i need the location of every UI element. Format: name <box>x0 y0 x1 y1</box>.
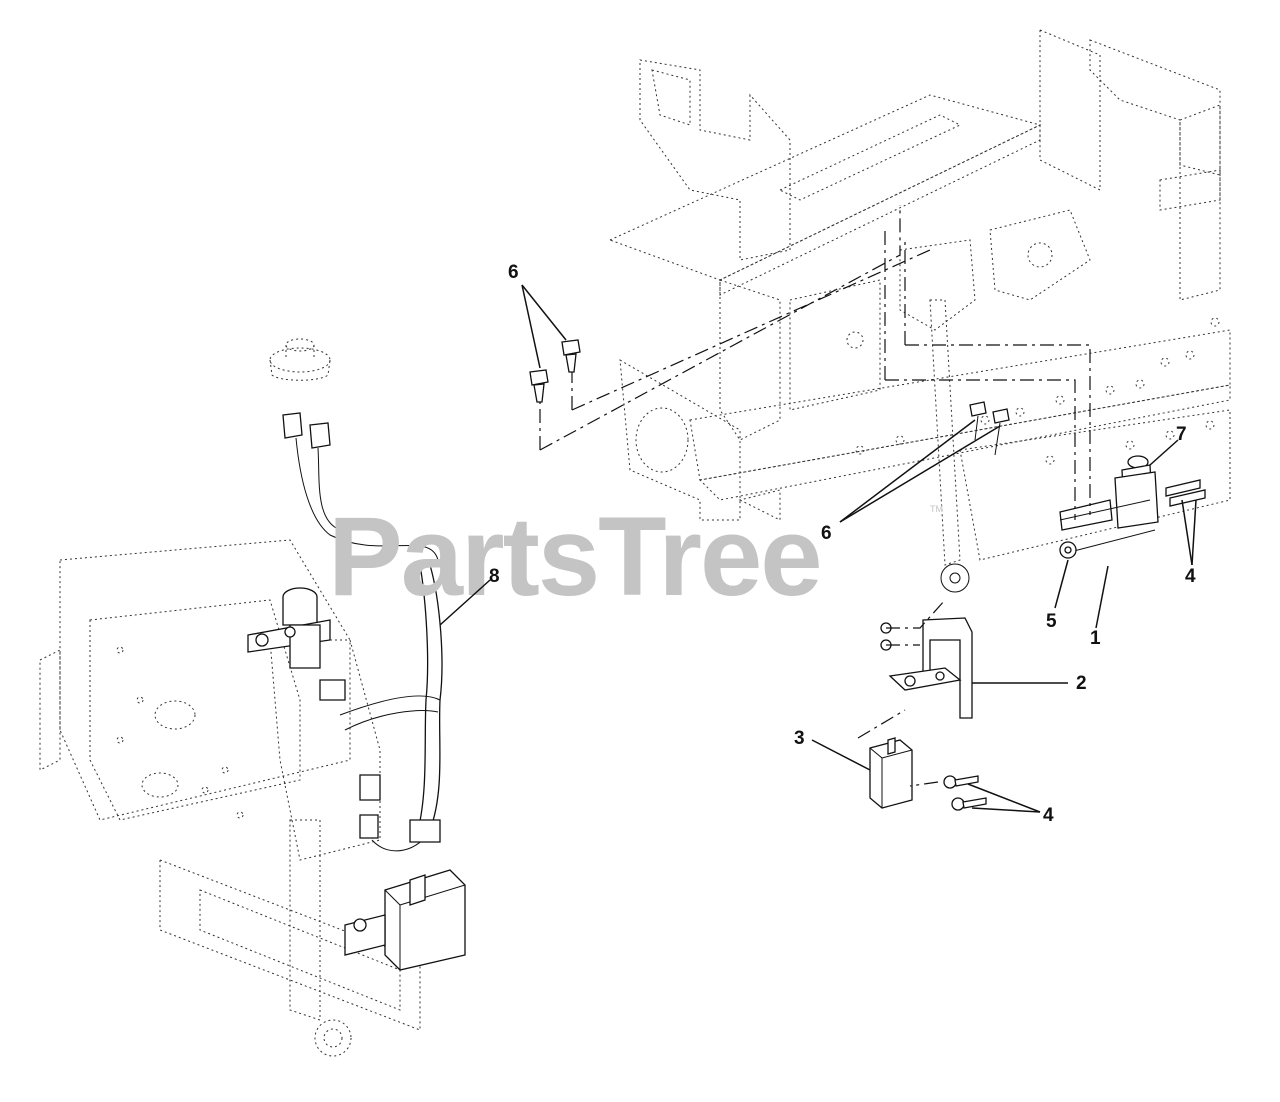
cap-part <box>269 338 331 381</box>
screw-pair-center <box>969 401 1010 456</box>
watermark-text: PartsTree <box>328 494 821 619</box>
screw-pair-lower <box>943 775 987 811</box>
module-part <box>869 737 913 809</box>
callout-6-center: 6 <box>821 523 832 544</box>
callout-7: 7 <box>1176 424 1187 445</box>
callout-2: 2 <box>1076 673 1087 694</box>
callout-4-lower: 4 <box>1043 805 1054 826</box>
installed-view-assembly <box>39 539 421 1057</box>
callout-3: 3 <box>794 728 805 749</box>
callout-4-upper: 4 <box>1185 566 1196 587</box>
installed-module <box>344 869 466 971</box>
callout-6-left: 6 <box>508 262 519 283</box>
callout-1: 1 <box>1090 628 1101 649</box>
callout-8: 8 <box>489 566 500 587</box>
callout-5: 5 <box>1046 611 1057 632</box>
screw-pair-left <box>529 339 581 403</box>
installed-solenoid <box>247 587 346 701</box>
watermark: PartsTree TM <box>328 494 943 619</box>
main-frame-assembly <box>608 29 1231 593</box>
mounting-bracket <box>880 617 973 719</box>
switch-assembly <box>1059 455 1206 559</box>
callout-labels: 6 6 7 4 5 1 2 3 4 8 <box>489 262 1196 826</box>
leader-lines <box>439 284 1197 813</box>
wire-harness <box>282 412 443 852</box>
watermark-trademark: TM <box>930 504 943 514</box>
assembly-centerlines <box>539 205 1091 787</box>
